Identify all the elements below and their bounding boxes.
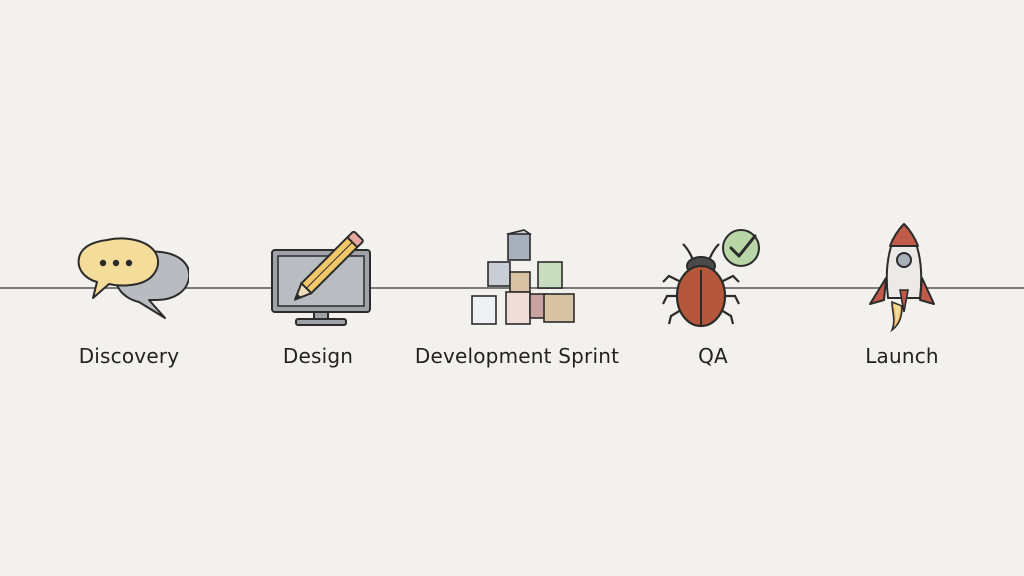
stage-qa: QA — [603, 220, 823, 380]
stage-design: Design — [208, 220, 428, 380]
stage-label-launch: Launch — [865, 344, 939, 368]
building-blocks-icon — [452, 220, 582, 330]
stage-label-design: Design — [282, 344, 354, 368]
stage-label-discovery: Discovery — [78, 344, 180, 368]
bug-checkmark-icon — [653, 220, 773, 330]
stage-discovery: Discovery — [19, 220, 239, 380]
monitor-pencil-icon — [258, 220, 378, 330]
block-top — [506, 229, 532, 261]
stage-launch: Launch — [792, 220, 1012, 380]
stage-development-sprint: Development Sprint — [407, 220, 627, 380]
rocket-icon — [842, 220, 962, 340]
speech-bubbles-icon — [69, 220, 189, 330]
stage-label-development-sprint: Development Sprint — [414, 344, 620, 368]
stage-label-qa: QA — [698, 344, 728, 368]
